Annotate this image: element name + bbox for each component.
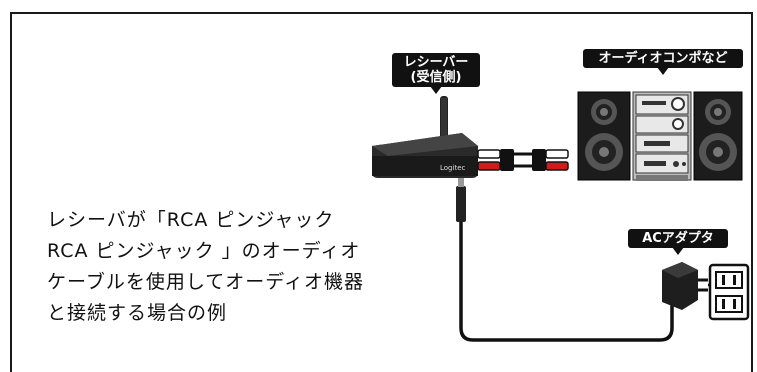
caption-line-1: レシーバが「RCA ピンジャック [47,209,335,231]
stereo-callout: オーディオコンポなど [583,49,743,75]
adapter-callout: ACアダプタ [628,229,728,255]
diagram-frame [10,12,753,372]
stereo-system [577,91,743,181]
caption-line-3: ケーブルを使用してオーディオ機器 [47,271,364,293]
receiver-brand: Logitec [440,164,465,172]
receiver-label-line2: (受信側) [410,70,462,85]
stereo-components [632,91,692,181]
adapter-label: ACアダプタ [642,231,714,246]
receiver-antenna [441,98,447,143]
receiver-device: Logitec [372,96,478,178]
power-cable [459,220,674,342]
dc-plug [456,186,466,222]
wall-outlet [708,263,750,321]
caption-line-2: RCA ピンジャック 」のオーディオ [47,240,361,262]
caption-line-4: と接続する場合の例 [47,302,228,324]
receiver-label-line1: レシーバー [403,55,469,70]
stereo-label: オーディオコンポなど [598,51,728,66]
rca-cable [477,149,569,171]
caption-text: レシーバが「RCA ピンジャック RCA ピンジャック 」のオーディオ ケーブル… [47,205,417,329]
receiver-callout: レシーバー (受信側) [392,53,480,94]
